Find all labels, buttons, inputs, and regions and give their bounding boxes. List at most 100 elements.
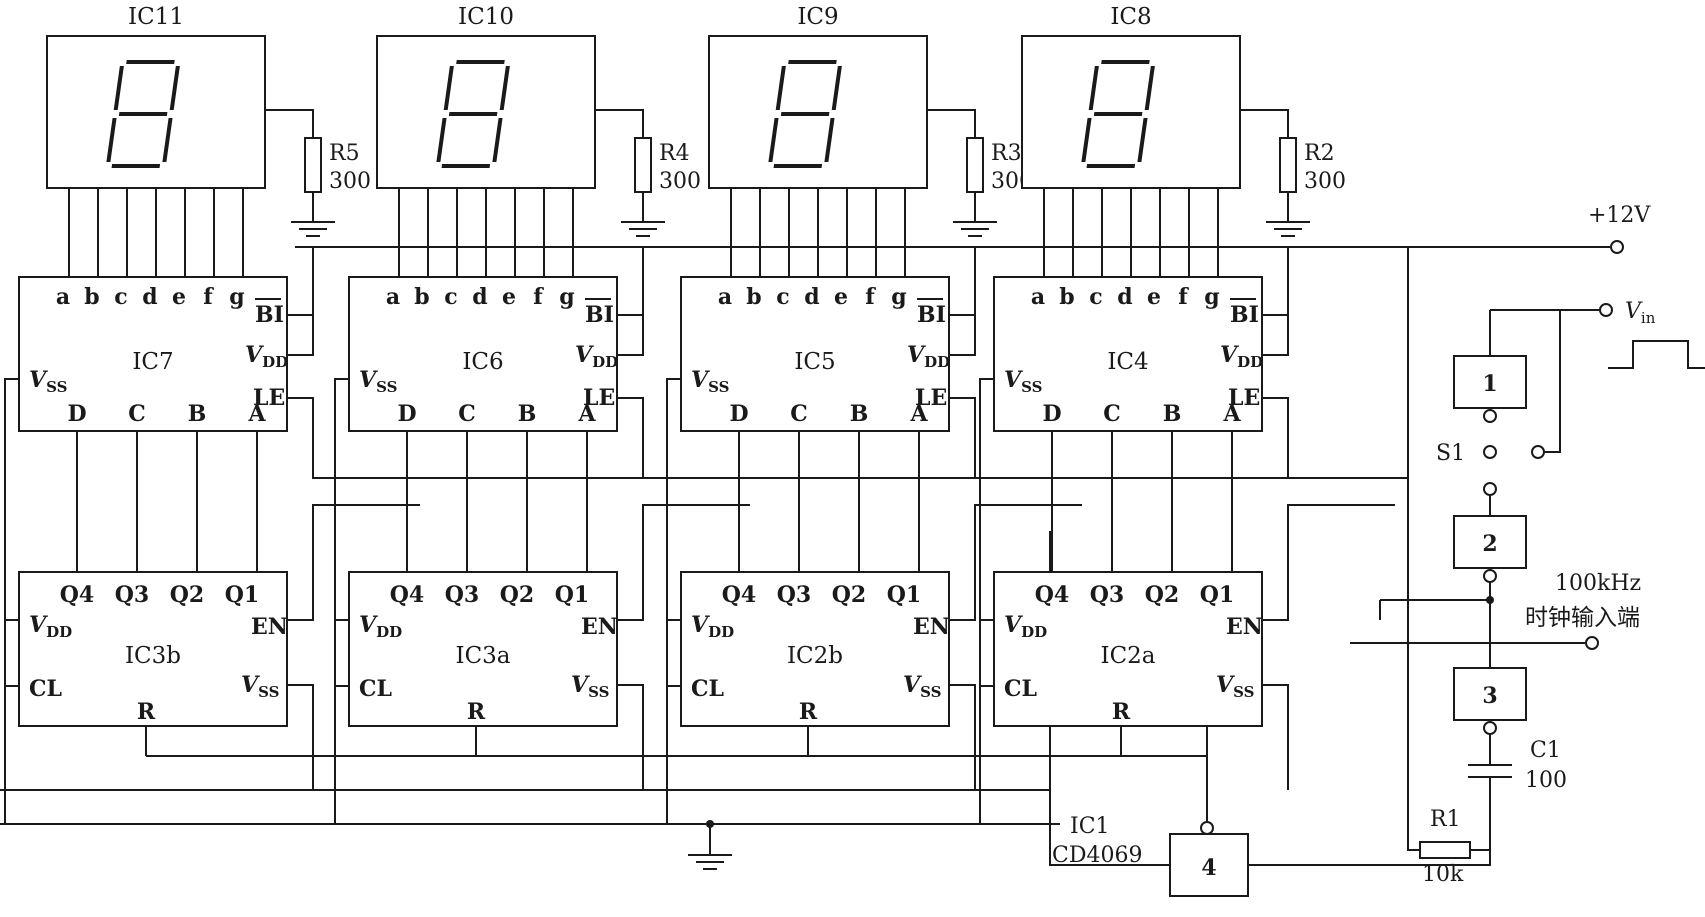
segment-pin: a [386,284,400,310]
cl-pin: CL [29,676,62,702]
counter-label: IC3a [455,643,510,669]
segment-pin: f [533,284,544,310]
segment-pin: a [56,284,70,310]
r-pin: R [1112,699,1131,725]
decoder-vss [334,378,349,824]
supply-terminal [1610,240,1624,254]
vss-pin: VSS [1004,367,1042,396]
q-pin: Q4 [390,582,424,608]
cl-pin: CL [1004,676,1037,702]
counter-vdd-pin: VDD [359,612,402,641]
ic1-label: IC1 [1070,814,1110,839]
carry-line [287,504,420,621]
gate-2 [1453,515,1527,569]
segment [443,66,454,110]
display-label: IC11 [128,4,184,30]
decoder-vss [979,378,994,824]
vss-pin: VSS [359,367,397,396]
bcd-pin: A [1222,401,1241,427]
decoder-label: IC5 [794,349,835,375]
en-pin: EN [1226,614,1263,640]
bcd-pin: C [1103,401,1121,427]
cl-pin: CL [691,676,724,702]
bi-to-vdd [617,247,644,316]
segment [169,66,180,110]
segment-pin: d [804,284,819,310]
supply-label: +12V [1588,203,1651,228]
decoder-IC5 [680,276,950,432]
vdd-pin: VDD [1220,342,1263,371]
gate-4 [1169,833,1249,897]
gate-3 [1453,667,1527,721]
resistor-name: R3 [991,141,1022,166]
segment [162,118,173,162]
gate2-bubble [1483,569,1497,583]
counter-label: IC3b [125,643,181,669]
segment [831,66,842,110]
segment-pin: g [891,284,906,310]
segment [492,118,503,162]
le-line [287,397,1408,479]
segment-pin: d [472,284,487,310]
q-pin: Q1 [887,582,921,608]
bcd-pin: A [247,401,266,427]
bcd-pin: A [577,401,596,427]
counter-IC2a [993,571,1263,727]
bcd-pin: B [1163,401,1182,427]
vdd-to-rail [287,315,314,356]
decoder-label: IC7 [132,349,173,375]
c1-name: C1 [1530,738,1561,763]
bcd-pin: B [850,401,869,427]
resistor-R3 [966,137,984,193]
decoder-label: IC4 [1107,349,1148,375]
counter-label: IC2a [1100,643,1155,669]
q-pin: Q1 [1200,582,1234,608]
r-pin: R [467,699,486,725]
en-pin: EN [581,614,618,640]
segment [106,118,117,162]
counter-vdd-pin: VDD [29,612,72,641]
bcd-pin: B [188,401,207,427]
segment [499,66,510,110]
carry-line [617,504,750,621]
decoder-vss [4,378,19,824]
resistor-name: R5 [329,141,360,166]
vdd-pin: VDD [245,342,288,371]
vss-pin: VSS [691,367,729,396]
bcd-pin: B [518,401,537,427]
wiring [0,109,1705,866]
vss-pin: VSS [29,367,67,396]
segment [113,66,124,110]
switch-contact-1 [1483,445,1497,459]
q-pin: Q2 [170,582,204,608]
gate-3-label: 3 [1482,683,1497,709]
le-line [617,397,644,478]
segment-pin: b [84,284,99,310]
bcd-pin: D [67,401,86,427]
segment-pin: e [834,284,848,310]
q-pin: Q1 [555,582,589,608]
q-pin: Q4 [722,582,756,608]
switch-label: S1 [1436,441,1465,466]
switch-bypass [1538,310,1561,453]
segment-pin: f [203,284,214,310]
en-pin: EN [251,614,288,640]
pulse-waveform [1608,340,1705,369]
counter-vss-pin: VSS [571,672,609,701]
counter-vss-pin: VSS [241,672,279,701]
counter-vdd-pin: VDD [1004,612,1047,641]
seven-seg-glyph [1081,60,1155,168]
decoder-label: IC6 [462,349,503,375]
clock-input-label: 时钟输入端 [1525,605,1640,631]
q-pin: Q1 [225,582,259,608]
q-pin: Q4 [1035,582,1069,608]
c1-value: 100 [1525,768,1567,793]
gate3-bubble [1483,721,1497,735]
segment-pin: f [865,284,876,310]
bi-pin: BI [917,302,946,328]
resistor-lead [595,109,644,138]
decoder-IC6 [348,276,618,432]
seven-seg-glyph [768,60,842,168]
